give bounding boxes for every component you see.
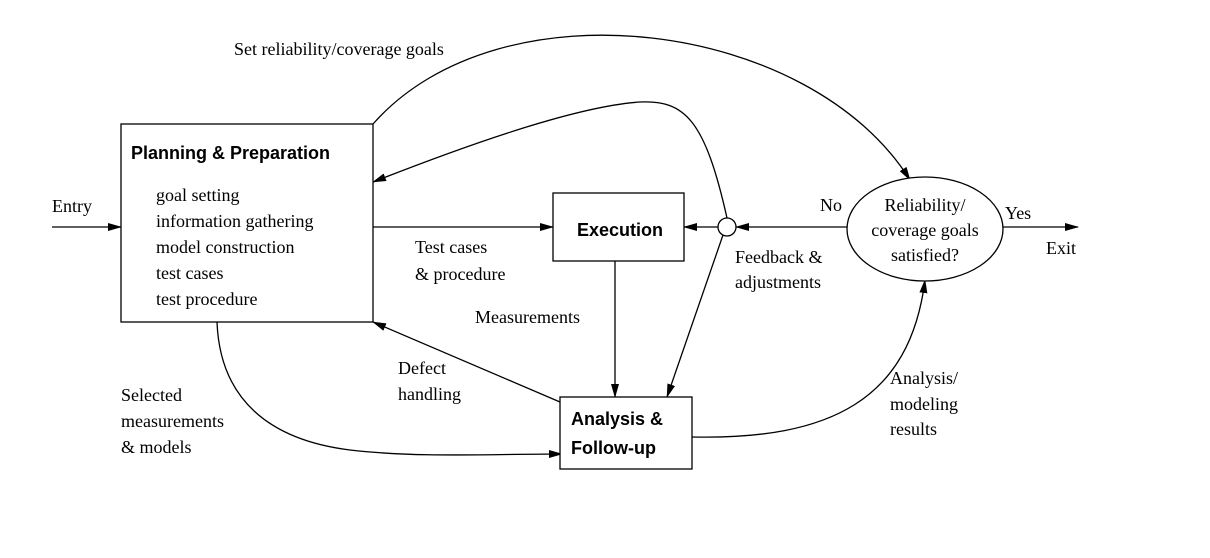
planning-item: model construction [156,237,294,257]
test-cases-label: & procedure [415,264,505,284]
execution-box [552,192,685,262]
measurements-label: Measurements [475,307,580,327]
feedback-junction [717,217,737,237]
planning-box [120,123,374,323]
decision-line: satisfied? [891,245,959,265]
set-goals-label: Set reliability/coverage goals [234,39,444,59]
analysis-to-decision-arrow [691,279,928,438]
exit-label: Exit [1046,238,1076,258]
analysis-results-label: results [890,419,937,439]
no-label: No [820,195,842,215]
analysis-title-line: Follow-up [571,438,656,458]
analysis-results-label: Analysis/ [890,368,958,388]
selected-label: & models [121,437,192,457]
yes-label: Yes [1005,203,1031,223]
analysis-box [559,396,693,470]
planning-item: test cases [156,263,223,283]
defect-label: handling [398,384,461,404]
defect-label: Defect [398,358,446,378]
selected-measurements-arrow [216,321,563,459]
selected-label: Selected [121,385,182,405]
planning-title: Planning & Preparation [131,143,330,163]
execution-title: Execution [577,220,663,240]
test-cases-label: Test cases [415,237,487,257]
defect-handling-arrow [372,321,561,403]
entry-label: Entry [52,196,92,216]
junction-to-analysis-arrow [666,234,724,398]
selected-label: measurements [121,411,224,431]
decision-line: coverage goals [871,220,978,240]
analysis-title-line: Analysis & [571,409,663,429]
decision-line: Reliability/ [885,195,966,215]
feedback-label: Feedback & [735,247,822,267]
feedback-label: adjustments [735,272,821,292]
feedback-to-planning-arrow [372,101,728,219]
set-goals-arrow [372,34,911,181]
planning-item: goal setting [156,185,240,205]
analysis-results-label: modeling [890,394,958,414]
planning-item: test procedure [156,289,257,309]
decision-ellipse [846,176,1004,282]
planning-item: information gathering [156,211,313,231]
